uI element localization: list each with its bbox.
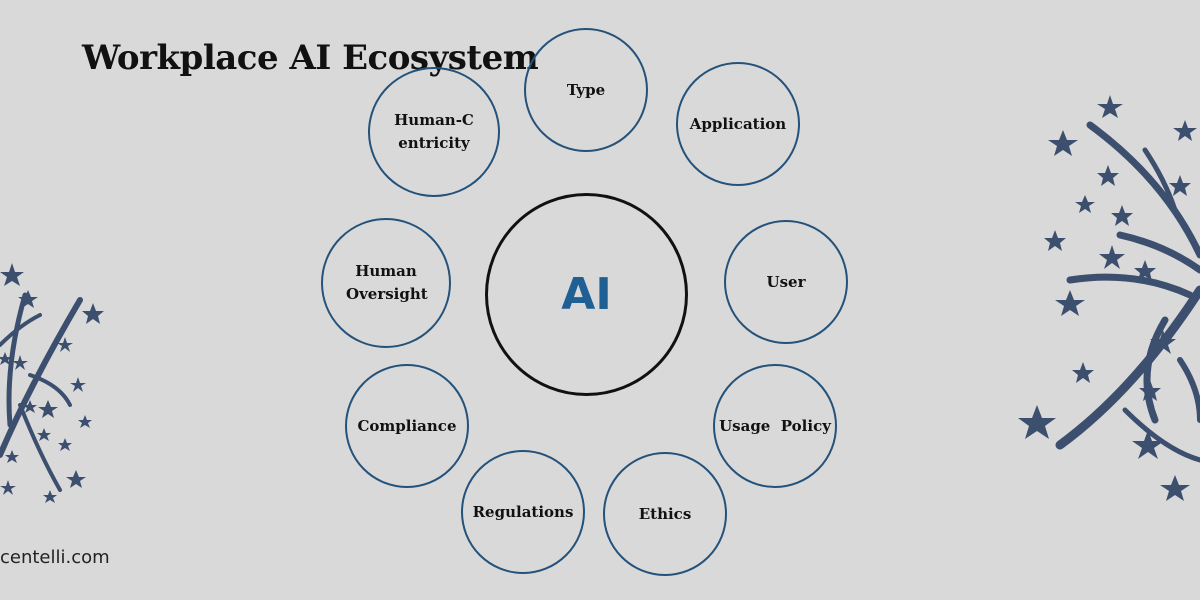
node-application-label: Application: [689, 114, 787, 133]
node-compliance: Compliance: [345, 364, 469, 488]
node-human-centricity-label: Human-Centricity: [394, 111, 474, 152]
node-usage-policy: Usage Policy: [713, 364, 837, 488]
center-node-ai: AI: [485, 193, 688, 396]
diagram-title: Workplace AI Ecosystem: [82, 38, 539, 78]
node-regulations: Regulations: [461, 450, 585, 574]
node-regulations-label: Regulations: [472, 502, 574, 521]
node-type-label: Type: [566, 80, 606, 99]
node-user: User: [724, 220, 848, 344]
node-compliance-label: Compliance: [357, 416, 457, 435]
node-human-oversight: Human Oversight: [321, 218, 451, 348]
node-type: Type: [524, 28, 648, 152]
left-star-branch-decoration: [0, 263, 104, 503]
center-node-label: AI: [561, 269, 612, 320]
node-usage-policy-label: Usage Policy: [719, 416, 831, 435]
node-human-centricity: Human-Centricity: [368, 67, 500, 197]
node-application: Application: [676, 62, 800, 186]
brand-watermark: centelli.com: [0, 547, 110, 568]
node-ethics: Ethics: [603, 452, 727, 576]
node-ethics-label: Ethics: [638, 504, 692, 523]
node-user-label: User: [766, 272, 806, 291]
node-human-oversight-label: Human Oversight: [346, 262, 428, 303]
right-star-branch-decoration: [1018, 95, 1200, 501]
